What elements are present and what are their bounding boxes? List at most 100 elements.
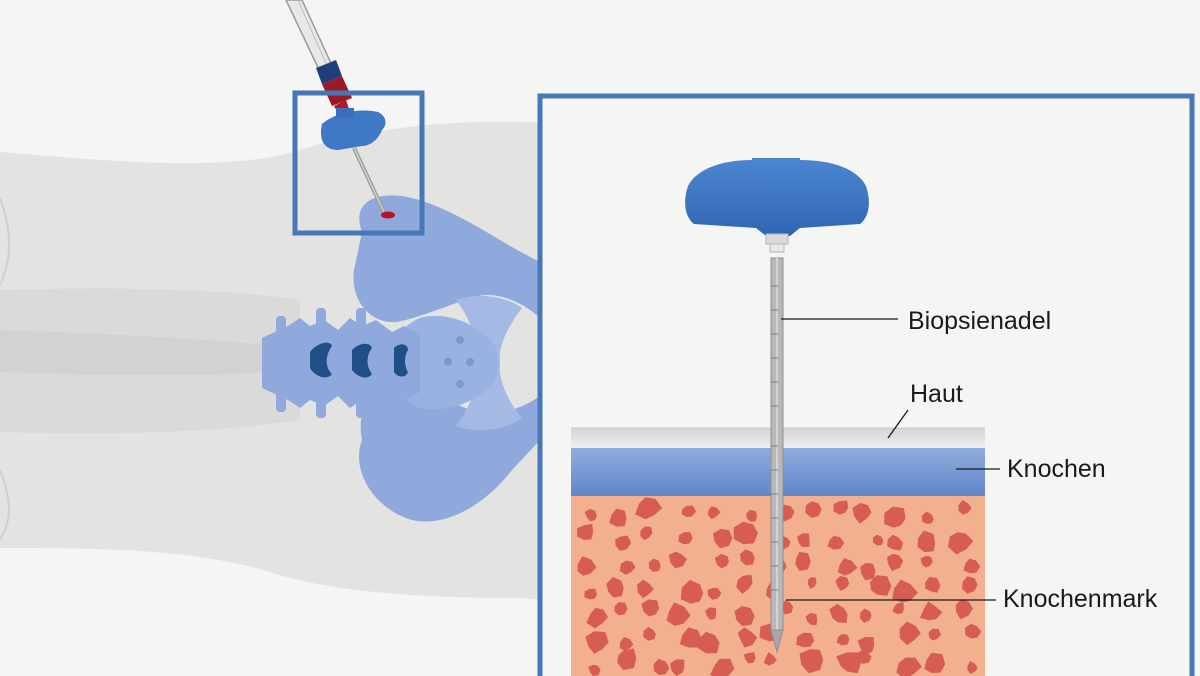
marrow-spot bbox=[705, 607, 717, 620]
marrow-spot bbox=[884, 506, 906, 528]
skin-leader-line bbox=[887, 409, 909, 439]
marrow-spot bbox=[643, 627, 656, 641]
marrow-spot bbox=[963, 558, 981, 574]
marrow-spot bbox=[967, 661, 978, 674]
marrow-spot bbox=[714, 553, 730, 569]
marrow-spot bbox=[920, 555, 933, 568]
marrow-spots bbox=[577, 497, 982, 676]
marrow-spot bbox=[710, 658, 735, 676]
marrow-spot bbox=[743, 652, 756, 664]
marrow-spot bbox=[955, 599, 973, 620]
marrow-spot bbox=[835, 576, 850, 591]
marrow-spot bbox=[887, 553, 904, 572]
marrow-spot bbox=[586, 607, 608, 629]
marrow-spot bbox=[836, 634, 850, 646]
marrow-spot bbox=[697, 631, 720, 654]
marrow-spot bbox=[733, 521, 758, 545]
marrow-spot bbox=[713, 529, 733, 549]
lumbar-vertebrae bbox=[262, 308, 420, 418]
marrow-spot bbox=[585, 631, 609, 654]
label-bone-marrow: Knochenmark bbox=[1003, 585, 1158, 613]
marrow-spot bbox=[829, 603, 848, 623]
marrow-spot bbox=[617, 648, 637, 671]
marrow-spot bbox=[734, 606, 755, 627]
label-bone: Knochen bbox=[1007, 455, 1106, 483]
marrow-spot bbox=[870, 575, 892, 596]
marrow-spot bbox=[827, 535, 845, 550]
marrow-spot bbox=[653, 658, 670, 675]
marrow-spot bbox=[892, 579, 918, 603]
marrow-spot bbox=[619, 637, 634, 651]
marrow-spot bbox=[892, 602, 904, 615]
marrow-spot bbox=[619, 560, 636, 575]
marrow-spot bbox=[857, 637, 875, 655]
marrow-spot bbox=[746, 509, 758, 522]
marrow-spot bbox=[887, 534, 904, 551]
marrow-spot bbox=[615, 535, 632, 551]
marrow-spot bbox=[737, 627, 758, 648]
marrow-spot bbox=[852, 503, 872, 524]
marrow-spot bbox=[947, 532, 974, 555]
marrow-spot bbox=[681, 505, 697, 517]
marrow-spot bbox=[836, 652, 862, 674]
marrow-spot bbox=[609, 508, 627, 527]
marrow-spot bbox=[917, 530, 936, 553]
marrow-spot bbox=[961, 576, 978, 594]
marrow-spot bbox=[679, 627, 702, 648]
large-biopsy-needle bbox=[685, 158, 869, 654]
marrow-spot bbox=[896, 657, 922, 676]
marrow-spot bbox=[614, 602, 628, 616]
marrow-spot bbox=[588, 664, 601, 676]
marrow-spot bbox=[833, 500, 849, 515]
marrow-spot bbox=[796, 632, 815, 648]
marrow-spot bbox=[860, 608, 872, 623]
label-biopsy-needle: Biopsienadel bbox=[908, 307, 1052, 335]
marrow-spot bbox=[805, 612, 818, 626]
marrow-spot bbox=[797, 533, 810, 548]
marrow-spot bbox=[584, 508, 597, 522]
small-biopsy-needle bbox=[320, 108, 395, 219]
marrow-spot bbox=[668, 551, 687, 569]
marrow-spot bbox=[606, 577, 624, 598]
marrow-spot bbox=[860, 562, 876, 581]
marrow-spot bbox=[584, 588, 598, 600]
marrow-spot bbox=[640, 526, 653, 541]
inset-frame bbox=[537, 93, 1195, 676]
marrow-spot bbox=[648, 558, 661, 572]
marrow-spot bbox=[680, 579, 704, 604]
puncture-site-highlight-frame bbox=[292, 90, 425, 236]
marrow-spot bbox=[958, 500, 972, 515]
marrow-spot bbox=[805, 501, 822, 518]
marrow-spot bbox=[925, 576, 941, 593]
marrow-spot bbox=[872, 534, 884, 546]
marrow-spot bbox=[924, 652, 946, 673]
marrow-spot bbox=[678, 532, 693, 545]
marrow-spot bbox=[795, 551, 811, 571]
marrow-spot bbox=[707, 506, 721, 520]
marrow-spot bbox=[928, 628, 942, 641]
needle-handle bbox=[685, 158, 869, 236]
leader-lines bbox=[781, 318, 1000, 601]
marrow-spot bbox=[921, 511, 934, 524]
marrow-spot bbox=[736, 574, 753, 594]
marrow-spot bbox=[781, 600, 794, 615]
marrow-spot bbox=[577, 556, 597, 576]
marrow-spot bbox=[763, 652, 777, 666]
marrow-spot bbox=[899, 621, 921, 646]
marrow-spot bbox=[919, 601, 943, 621]
marrow-spot bbox=[635, 497, 663, 520]
magnified-inset bbox=[537, 93, 1195, 676]
marrow-spot bbox=[807, 577, 817, 589]
marrow-spot bbox=[636, 579, 654, 599]
label-skin: Haut bbox=[910, 380, 963, 408]
marrow-spot bbox=[857, 649, 872, 664]
marrow-spot bbox=[964, 623, 982, 639]
marrow-spot bbox=[707, 587, 722, 600]
marrow-spot bbox=[837, 558, 858, 576]
marrow-spot bbox=[670, 659, 685, 676]
marrow-spot bbox=[641, 599, 660, 617]
marrow-spot bbox=[666, 602, 691, 626]
marrow-spot bbox=[577, 523, 594, 540]
marrow-spot bbox=[799, 649, 824, 674]
